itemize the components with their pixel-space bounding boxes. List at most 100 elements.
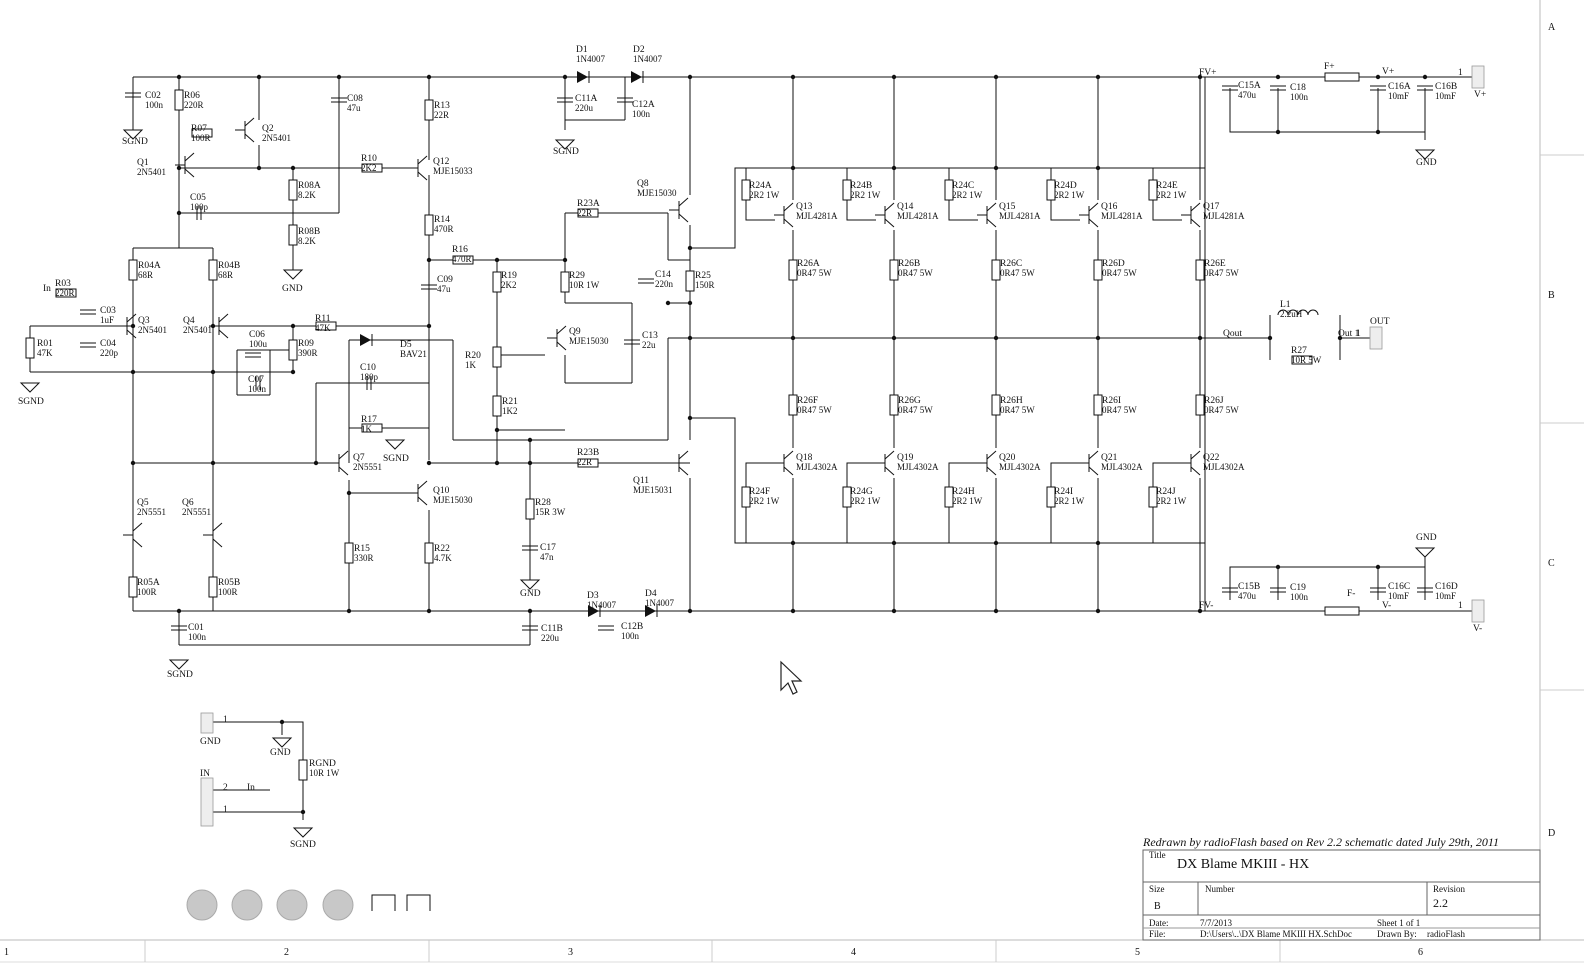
component-ref: Q15: [999, 202, 1016, 212]
component-ref: Q6: [182, 498, 194, 508]
component-value: 2R2 1W: [1156, 496, 1187, 506]
component-value: 1N4007: [645, 598, 674, 608]
title-block: Redrawn by radioFlash based on Rev 2.2 s…: [1142, 835, 1541, 941]
net-label-out: OUT: [1370, 317, 1390, 327]
component-ref: R07: [191, 124, 207, 134]
net-label-sgnd: SGND: [553, 147, 579, 157]
drawn-by-value: radioFlash: [1427, 929, 1465, 939]
pin-number: 1: [1458, 68, 1463, 78]
component-ref: R04B: [218, 261, 240, 271]
component-ref: R14: [434, 215, 450, 225]
component-value: 22R: [577, 457, 592, 467]
component-ref: C16B: [1435, 82, 1457, 92]
revision-label: Revision: [1433, 884, 1466, 894]
component-value: 2R2 1W: [749, 496, 780, 506]
component-value: MJL4302A: [999, 462, 1041, 472]
drawn-by-label: Drawn By:: [1377, 929, 1417, 939]
component-value: 470R: [452, 254, 472, 264]
connector-pin-out: [1369, 326, 1383, 350]
component-value: 220p: [100, 348, 119, 358]
component-ref: R24F: [749, 487, 770, 497]
net-label-vm: V-: [1473, 624, 1482, 634]
component-ref: R23A: [577, 199, 600, 209]
component-ref: R28: [535, 498, 551, 508]
component-value: 330R: [354, 553, 374, 563]
component-value: MJL4302A: [796, 462, 838, 472]
component-ref: Q11: [633, 476, 649, 486]
title-label: Title: [1149, 850, 1166, 860]
component-ref: C14: [655, 270, 671, 280]
grid-row-label: D: [1548, 828, 1555, 839]
component-ref: R24I: [1054, 487, 1073, 497]
component-value: 0R47 5W: [898, 405, 933, 415]
pin-number: 1: [1356, 329, 1361, 339]
component-ref: R13: [434, 101, 450, 111]
net-label-gnd: GND: [282, 284, 303, 294]
grid-col-label: 4: [851, 947, 856, 958]
component-ref: D4: [645, 589, 657, 599]
component-value: MJL4281A: [1203, 211, 1245, 221]
net-label-out1: Out 1: [1338, 329, 1360, 339]
component-ref: R16: [452, 245, 468, 255]
component-value: 180p: [360, 372, 379, 382]
component-ref: C11B: [541, 624, 563, 634]
jumper-symbol: [406, 894, 431, 911]
component-value: 10R 1W: [309, 768, 340, 778]
component-ref: Q2: [262, 124, 274, 134]
component-ref: Q16: [1101, 202, 1118, 212]
component-ref: C19: [1290, 583, 1306, 593]
component-value: 0R47 5W: [1000, 268, 1035, 278]
component-ref: R24J: [1156, 487, 1176, 497]
component-ref: Q4: [183, 316, 195, 326]
pin-number: 1: [1458, 601, 1463, 611]
component-value: MJL4302A: [1101, 462, 1143, 472]
component-value: 68R: [138, 270, 153, 280]
size-value: B: [1154, 901, 1161, 912]
component-value: 390R: [298, 348, 318, 358]
component-value: 2N5551: [182, 507, 211, 517]
component-value: 0R47 5W: [797, 268, 832, 278]
component-value: 1uF: [100, 315, 114, 325]
component-value: 470u: [1238, 591, 1257, 601]
component-ref: R05A: [137, 578, 160, 588]
component-ref: Q8: [637, 179, 649, 189]
component-ref: Q13: [796, 202, 813, 212]
mounting-hole: [322, 889, 354, 921]
component-ref: R15: [354, 544, 370, 554]
connector-pads: [186, 65, 1485, 921]
component-ref: D2: [633, 45, 645, 55]
connector-pin-gnd: [200, 712, 214, 734]
grid-row-label: B: [1548, 290, 1555, 301]
component-value: 47K: [315, 323, 331, 333]
component-ref: D5: [400, 340, 412, 350]
grid-col-label: 2: [284, 947, 289, 958]
component-value: 2N5401: [183, 325, 212, 335]
component-value: MJL4281A: [1101, 211, 1143, 221]
component-ref: Q22: [1203, 453, 1220, 463]
component-value: 2N5401: [262, 133, 291, 143]
component-ref: L1: [1280, 300, 1291, 310]
size-label: Size: [1149, 884, 1165, 894]
component-value: 2K2: [501, 280, 517, 290]
component-labels: C02100nR06220RR07100RQ22N5401Q12N5401C08…: [37, 45, 1458, 778]
component-value: 2R2 1W: [1156, 190, 1187, 200]
component-ref: C04: [100, 339, 116, 349]
component-value: BAV21: [400, 349, 427, 359]
component-ref: C13: [642, 331, 658, 341]
component-ref: R24E: [1156, 181, 1178, 191]
component-value: 10mF: [1388, 591, 1409, 601]
component-ref: R20: [465, 351, 481, 361]
net-label-gnd: GND: [1416, 533, 1437, 543]
connector-pin-vminus: [1471, 599, 1485, 623]
component-value: 470R: [434, 224, 454, 234]
net-label-sgnd: SGND: [167, 670, 193, 680]
net-labels: SGND GND SGND In SGND SGND GND SGND Qout…: [18, 62, 1486, 850]
component-value: MJE15030: [637, 188, 677, 198]
component-value: MJE15030: [433, 495, 473, 505]
net-label-gnd: GND: [520, 589, 541, 599]
grid-col-label: 6: [1418, 947, 1423, 958]
component-value: 10R 5W: [1291, 355, 1322, 365]
component-ref: C17: [540, 543, 556, 553]
component-ref: R26A: [797, 259, 820, 269]
connector-label: IN: [200, 769, 210, 779]
